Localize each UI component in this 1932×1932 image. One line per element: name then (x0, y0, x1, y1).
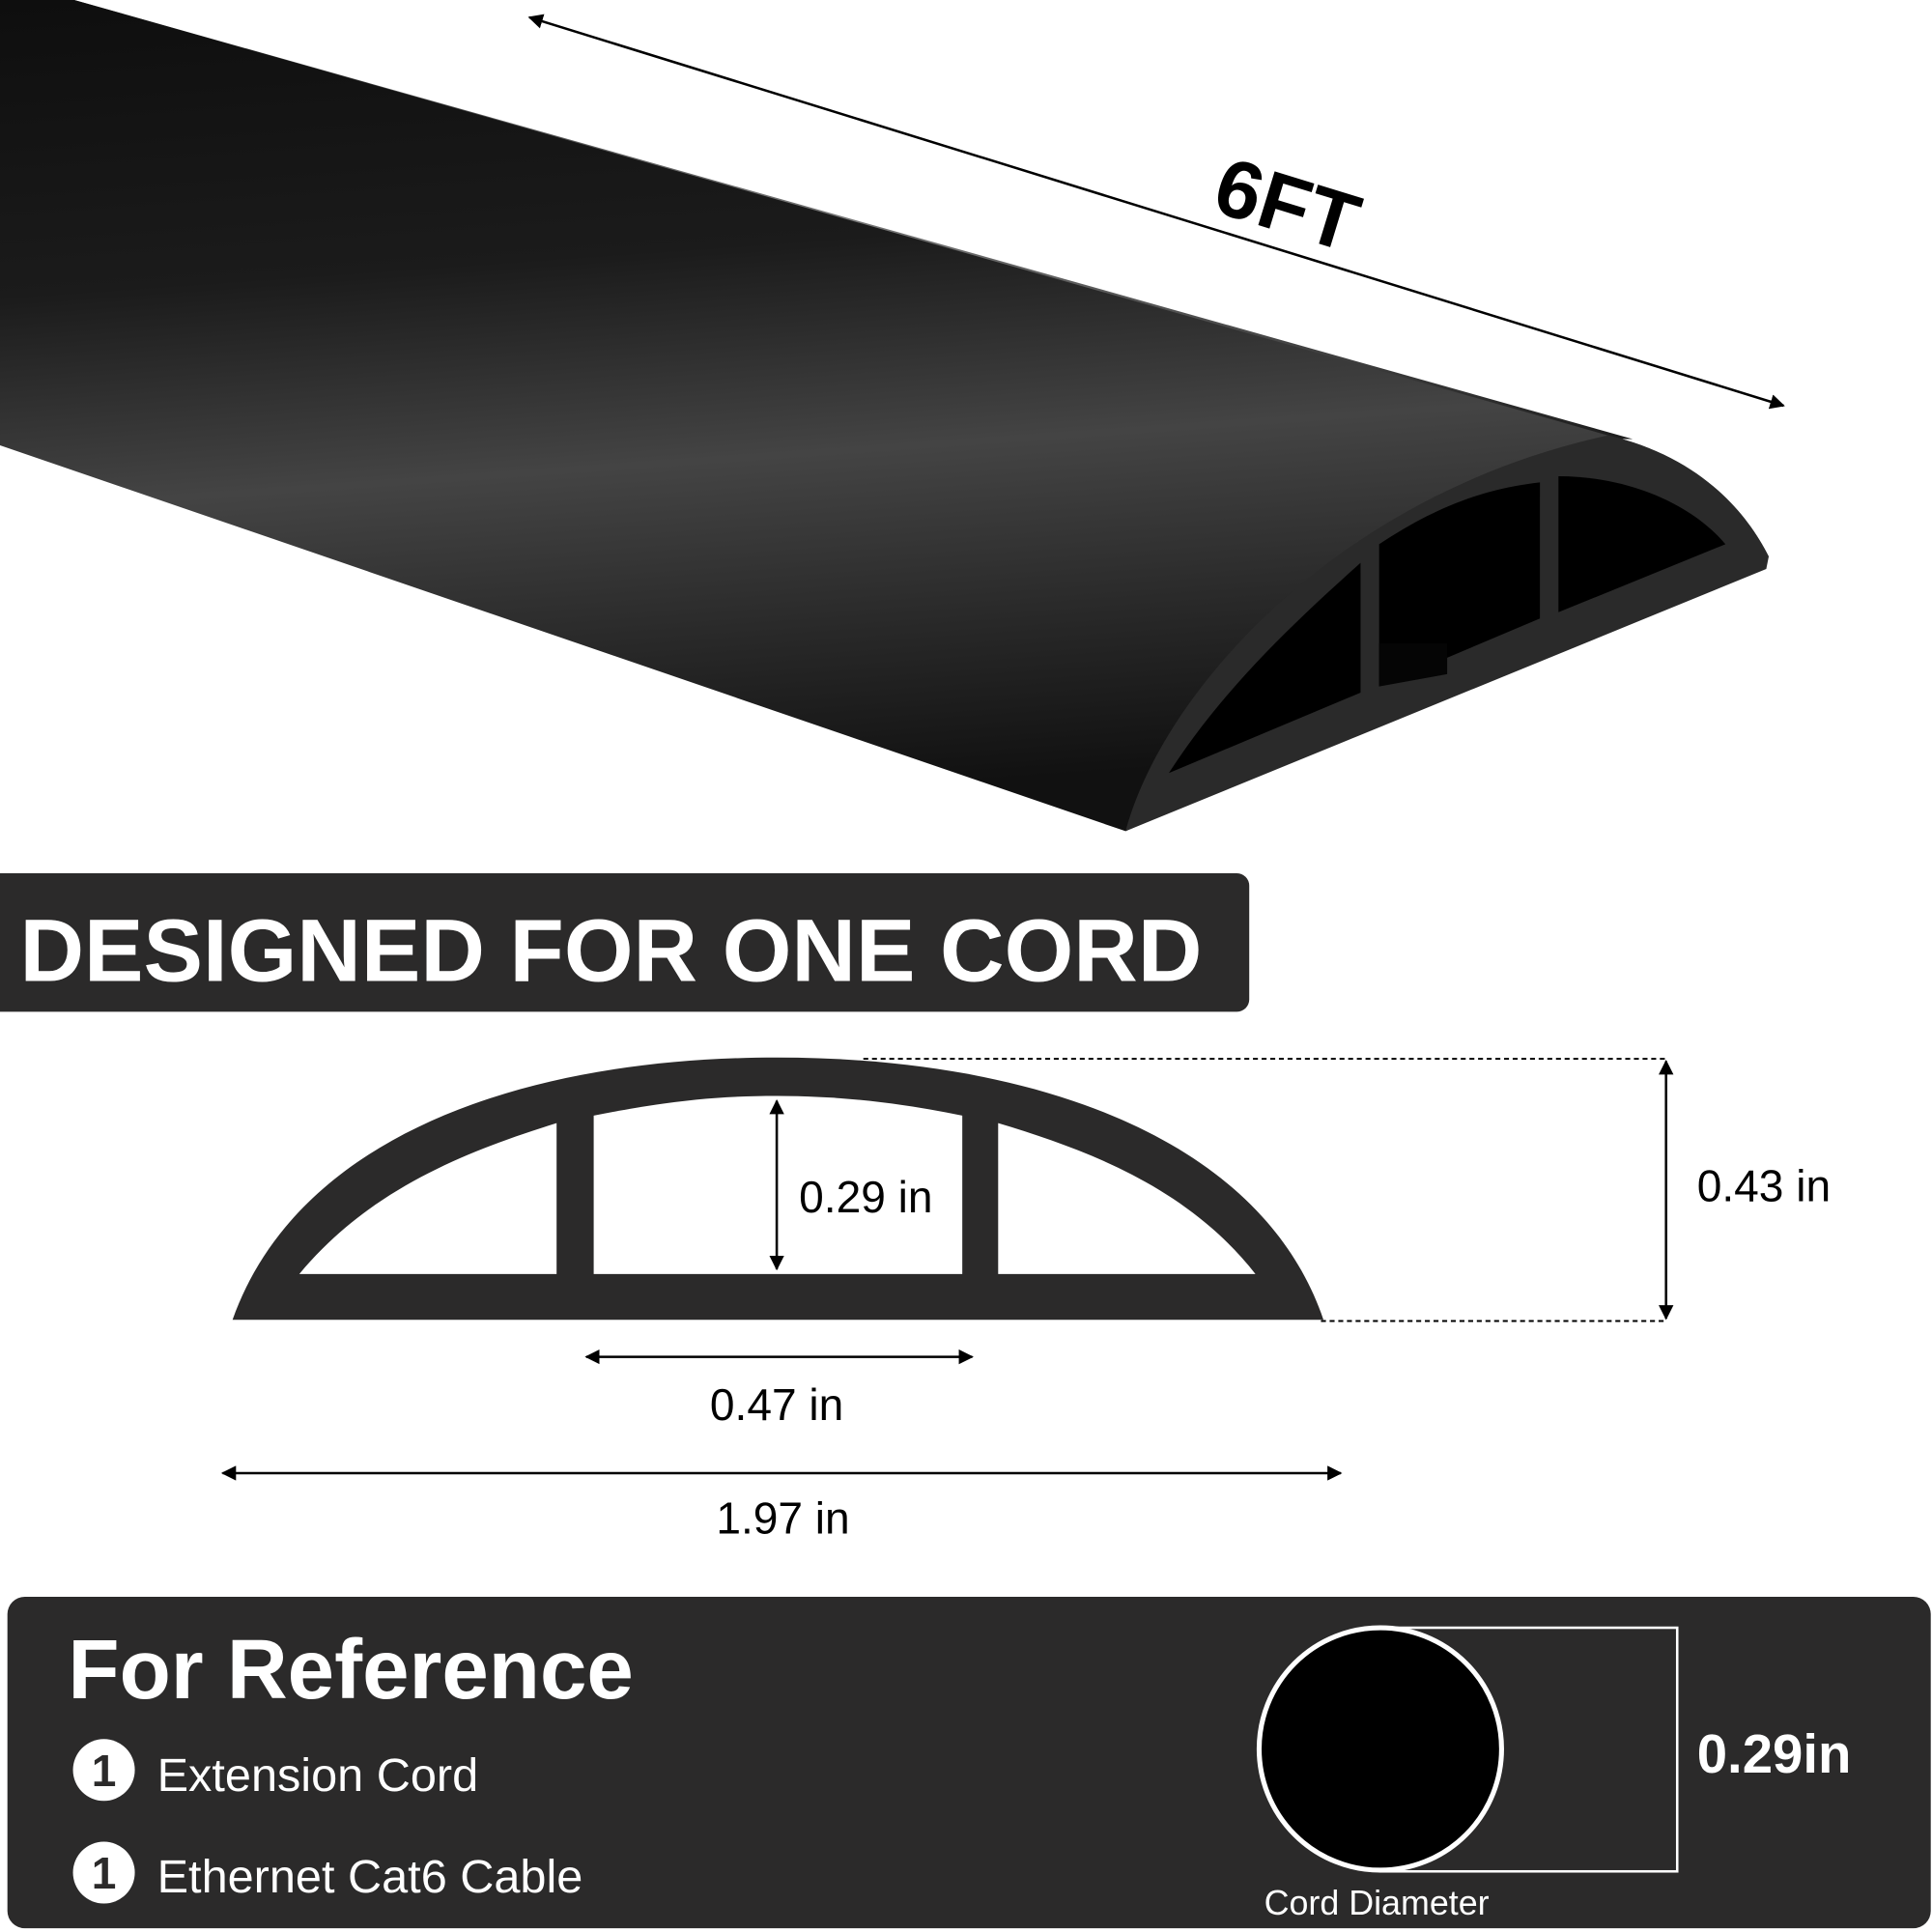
cord-cross-section-icon (1256, 1625, 1504, 1873)
cord-diameter-caption: Cord Diameter (1264, 1884, 1490, 1922)
cross-section-diagram (220, 1057, 1674, 1481)
channel-height-label: 0.29 in (799, 1172, 932, 1222)
item-count: 1 (92, 1848, 117, 1898)
count-badge-icon (72, 1739, 135, 1802)
length-label: 6FT (1205, 140, 1370, 270)
count-badge-icon (72, 1841, 135, 1904)
total-width-label: 1.97 in (716, 1493, 849, 1544)
length-arrow (527, 14, 1785, 410)
cord-diameter-value: 0.29in (1697, 1723, 1852, 1784)
cord-cover-3d-render (0, 0, 1769, 832)
reference-title: For Reference (68, 1623, 633, 1717)
designed-for-one-cord-banner: DESIGNED FOR ONE CORD (0, 872, 1250, 1012)
reference-item-label: Ethernet Cat6 Cable (157, 1851, 583, 1903)
banner-title: DESIGNED FOR ONE CORD (19, 900, 1202, 1000)
channel-width-label: 0.47 in (710, 1379, 843, 1430)
reference-item-label: Extension Cord (157, 1749, 479, 1802)
item-count: 1 (92, 1746, 117, 1796)
reference-panel: For Reference 1 Extension Cord 1 Etherne… (7, 1597, 1931, 1929)
total-height-label: 0.43 in (1697, 1160, 1831, 1210)
